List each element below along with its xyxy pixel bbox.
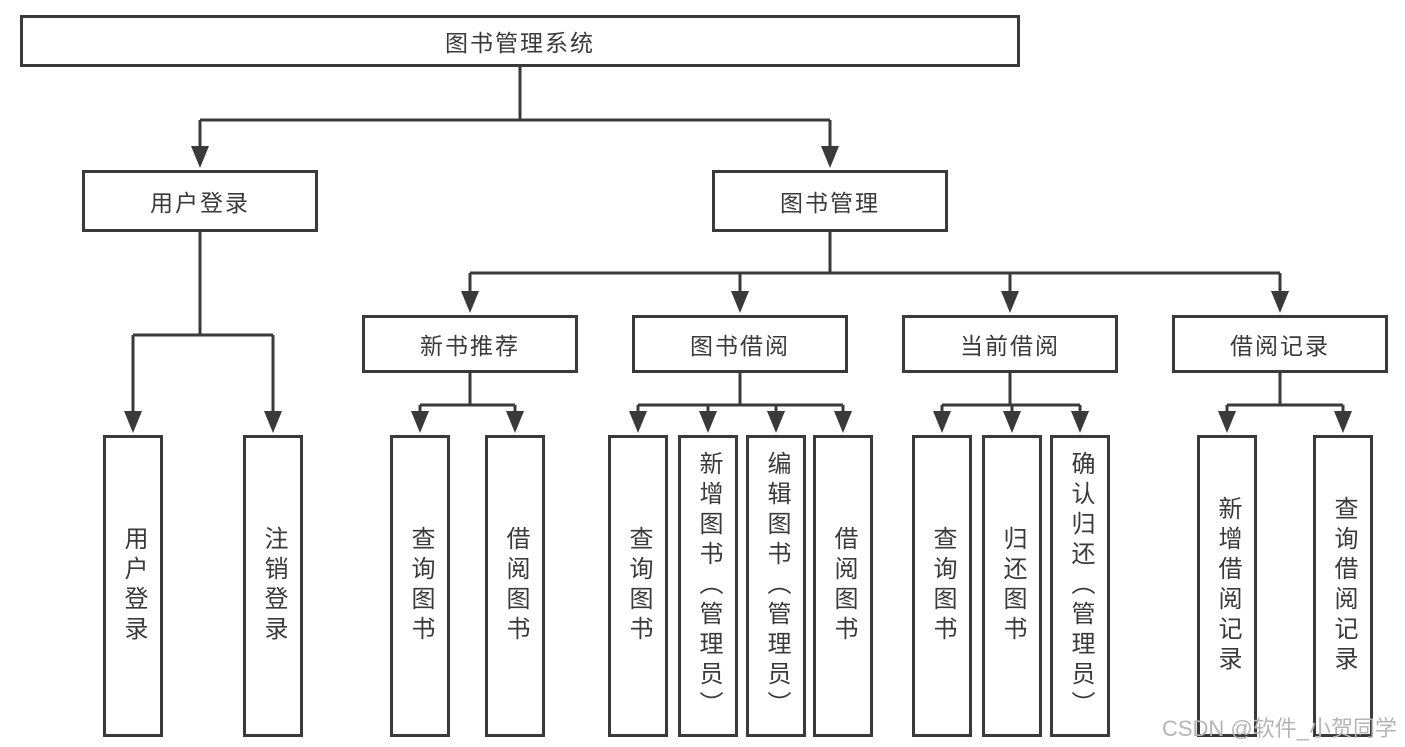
node-borrowing-records: 借阅记录 <box>1172 315 1388 373</box>
arrow-down <box>461 291 479 313</box>
leaf-current-query-books-label: 查询图书 <box>929 526 956 646</box>
node-user-login-branch-label: 用户登录 <box>150 190 250 216</box>
node-new-book-recommend: 新书推荐 <box>362 315 578 373</box>
leaf-borrow-edit-books-admin: 编辑图书（管理员） <box>746 435 806 737</box>
leaf-user-login: 用户登录 <box>103 435 163 737</box>
node-book-borrowing-label: 图书借阅 <box>690 333 790 359</box>
node-root: 图书管理系统 <box>20 15 1020 67</box>
arrow-down <box>264 411 282 433</box>
leaf-current-return-books-label: 归还图书 <box>999 526 1026 646</box>
leaf-user-login-label: 用户登录 <box>120 526 147 646</box>
node-book-borrowing: 图书借阅 <box>632 315 848 373</box>
leaf-current-confirm-return-admin: 确认归还（管理员） <box>1050 435 1110 737</box>
node-borrowing-records-label: 借阅记录 <box>1230 333 1330 359</box>
leaf-current-confirm-return-admin-label: 确认归还（管理员） <box>1067 451 1094 721</box>
arrow-down <box>1001 291 1019 313</box>
node-current-borrowing: 当前借阅 <box>902 315 1118 373</box>
node-new-book-recommend-label: 新书推荐 <box>420 333 520 359</box>
arrow-down <box>124 411 142 433</box>
leaf-borrow-query-books: 查询图书 <box>608 435 668 737</box>
node-current-borrowing-label: 当前借阅 <box>960 333 1060 359</box>
leaf-logout: 注销登录 <box>243 435 303 737</box>
arrow-down <box>411 411 429 433</box>
arrow-down <box>933 411 951 433</box>
arrow-down <box>767 411 785 433</box>
arrow-down <box>1071 411 1089 433</box>
leaf-logout-label: 注销登录 <box>260 526 287 646</box>
arrow-down <box>629 411 647 433</box>
node-book-management-label: 图书管理 <box>780 190 880 216</box>
arrow-down <box>1003 411 1021 433</box>
node-book-management: 图书管理 <box>712 170 948 232</box>
arrow-down <box>506 411 524 433</box>
watermark: CSDN @软件_小贺同学 <box>1161 716 1397 741</box>
arrow-down <box>834 411 852 433</box>
node-user-login-branch: 用户登录 <box>82 170 318 232</box>
node-root-label: 图书管理系统 <box>445 30 595 56</box>
leaf-records-query-record-label: 查询借阅记录 <box>1330 496 1357 676</box>
leaf-borrow-query-books-label: 查询图书 <box>625 526 652 646</box>
leaf-records-add-record-label: 新增借阅记录 <box>1214 496 1241 676</box>
leaf-records-query-record: 查询借阅记录 <box>1313 435 1373 737</box>
leaf-newbook-borrow-books: 借阅图书 <box>485 435 545 737</box>
arrow-down <box>1218 411 1236 433</box>
leaf-borrow-add-books-admin-label: 新增图书（管理员） <box>695 451 722 721</box>
leaf-borrow-borrow-books: 借阅图书 <box>813 435 873 737</box>
leaf-borrow-borrow-books-label: 借阅图书 <box>830 526 857 646</box>
leaf-newbook-query-books-label: 查询图书 <box>407 526 434 646</box>
arrow-down <box>191 146 209 168</box>
leaf-borrow-add-books-admin: 新增图书（管理员） <box>678 435 738 737</box>
leaf-newbook-query-books: 查询图书 <box>390 435 450 737</box>
leaf-borrow-edit-books-admin-label: 编辑图书（管理员） <box>763 451 790 721</box>
arrow-down <box>731 291 749 313</box>
arrow-down <box>1334 411 1352 433</box>
leaf-records-add-record: 新增借阅记录 <box>1197 435 1257 737</box>
arrow-down <box>1271 291 1289 313</box>
leaf-current-query-books: 查询图书 <box>912 435 972 737</box>
leaf-newbook-borrow-books-label: 借阅图书 <box>502 526 529 646</box>
arrow-down <box>821 146 839 168</box>
leaf-current-return-books: 归还图书 <box>982 435 1042 737</box>
arrow-down <box>699 411 717 433</box>
